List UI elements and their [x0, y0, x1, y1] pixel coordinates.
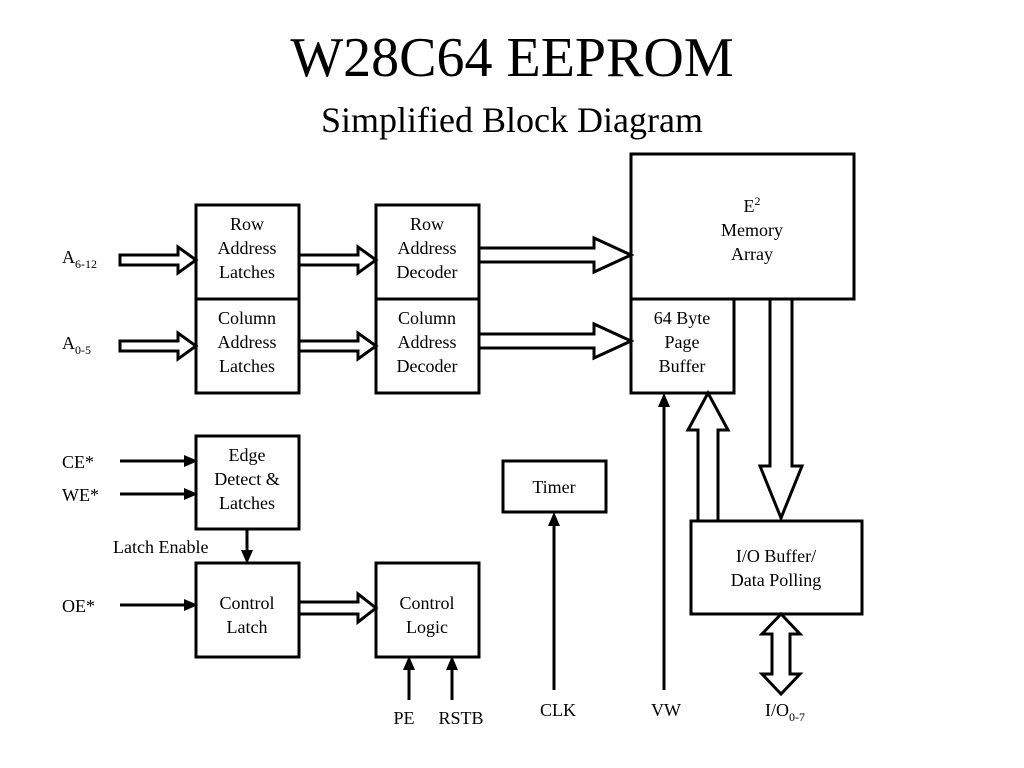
a-high-bus-arrow [118, 244, 199, 276]
row-latches-line3: Latches [219, 262, 275, 282]
col-decoder-to-page-buffer-arrow [477, 321, 635, 361]
timer-block: Timer [501, 459, 608, 514]
memory-array-block: E2 Memory Array [629, 152, 856, 301]
rstb-label: RSTB [438, 708, 483, 728]
page-buffer-line2: Page [665, 332, 700, 352]
timer-label: Timer [532, 477, 575, 497]
col-latches-line1: Column [218, 308, 276, 328]
io-bidirectional-bus-arrow [758, 611, 804, 697]
a-low-label: A0-5 [62, 333, 91, 357]
oe-arrowhead [184, 599, 198, 611]
row-decoder-line3: Decoder [397, 262, 458, 282]
io-subscript: 0-7 [789, 710, 805, 724]
io-buffer-to-page-buffer-arrow [685, 389, 731, 523]
control-latch-line1: Control [219, 593, 274, 613]
a-high-base: A [62, 247, 75, 267]
page-buffer-line1: 64 Byte [654, 308, 711, 328]
col-latches-line2: Address [218, 332, 277, 352]
a-high-label: A6-12 [62, 247, 97, 271]
pe-arrowhead [403, 656, 415, 670]
control-logic-line1: Control [399, 593, 454, 613]
row-latches-line1: Row [230, 214, 264, 234]
diagram-title: W28C64 EEPROM [290, 27, 734, 89]
vw-arrowhead [658, 393, 670, 407]
memory-e-superscript: 2 [755, 194, 761, 208]
pe-label: PE [393, 708, 414, 728]
col-decoder-line2: Address [398, 332, 457, 352]
column-address-latches-block: Column Address Latches [194, 297, 301, 395]
page-buffer-line3: Buffer [659, 356, 706, 376]
row-decoder-line2: Address [398, 238, 457, 258]
control-logic-line2: Logic [406, 617, 448, 637]
row-decoder-to-memory-arrow [477, 235, 635, 275]
row-latch-to-decoder-arrow [297, 244, 379, 276]
edge-detect-line2: Detect & [214, 469, 279, 489]
row-decoder-line1: Row [410, 214, 444, 234]
oe-label: OE* [62, 596, 95, 616]
we-arrowhead [184, 488, 198, 500]
row-latches-line2: Address [218, 238, 277, 258]
rstb-arrowhead [446, 656, 458, 670]
io-buffer-block: I/O Buffer/ Data Polling [689, 519, 864, 616]
clk-arrowhead [548, 512, 560, 526]
edge-detect-block: Edge Detect & Latches [194, 434, 301, 531]
memory-line2: Memory [721, 220, 783, 240]
clk-label: CLK [540, 700, 576, 720]
memory-e: E [744, 196, 755, 216]
a-high-subscript: 6-12 [75, 257, 97, 271]
io-label: I/O0-7 [765, 700, 805, 724]
we-label: WE* [62, 485, 99, 505]
column-address-decoder-block: Column Address Decoder [374, 297, 481, 395]
io-buffer-line2: Data Polling [731, 570, 822, 590]
latch-enable-label: Latch Enable [113, 537, 208, 557]
ce-label: CE* [62, 452, 94, 472]
diagram-subtitle: Simplified Block Diagram [321, 100, 703, 140]
memory-to-io-buffer-arrow [757, 297, 805, 523]
row-address-decoder-block: Row Address Decoder [374, 203, 481, 301]
col-latch-to-decoder-arrow [297, 330, 379, 362]
memory-line1: E2 [744, 194, 761, 216]
latch-enable-arrowhead [241, 550, 253, 564]
control-logic-block: Control Logic [374, 561, 481, 659]
control-latch-line2: Latch [227, 617, 268, 637]
a-low-subscript: 0-5 [75, 343, 91, 357]
ce-arrowhead [184, 455, 198, 467]
edge-detect-line3: Latches [219, 493, 275, 513]
col-decoder-line1: Column [398, 308, 456, 328]
row-address-latches-block: Row Address Latches [194, 203, 301, 301]
control-latch-to-logic-arrow [297, 590, 379, 626]
col-latches-line3: Latches [219, 356, 275, 376]
vw-label: VW [651, 700, 681, 720]
col-decoder-line3: Decoder [397, 356, 458, 376]
io-base: I/O [765, 700, 789, 720]
a-low-base: A [62, 333, 75, 353]
io-buffer-line1: I/O Buffer/ [736, 546, 816, 566]
edge-detect-line1: Edge [229, 445, 266, 465]
control-latch-block: Control Latch [194, 561, 301, 659]
page-buffer-block: 64 Byte Page Buffer [629, 297, 736, 395]
a-low-bus-arrow [118, 330, 199, 362]
memory-line3: Array [731, 244, 773, 264]
